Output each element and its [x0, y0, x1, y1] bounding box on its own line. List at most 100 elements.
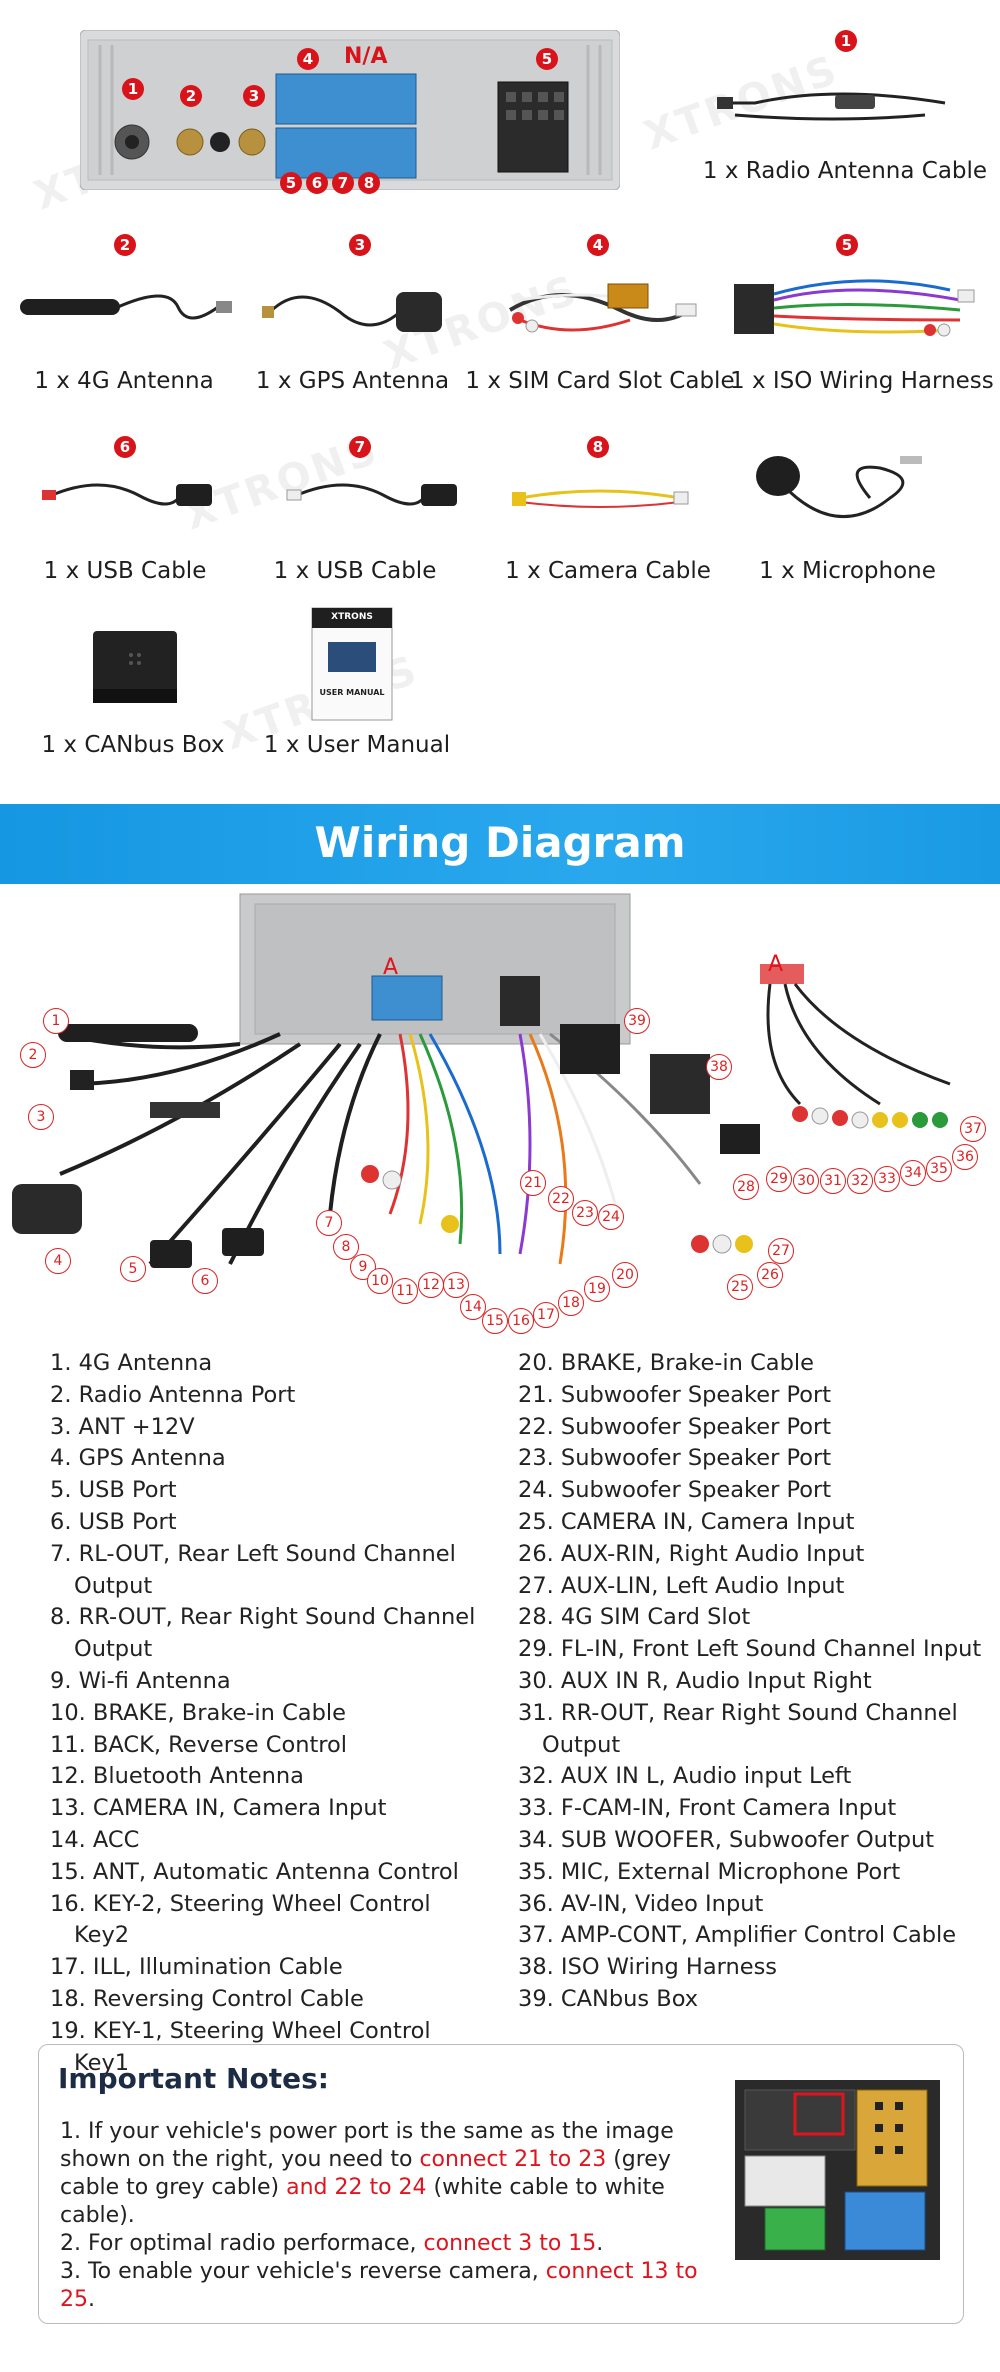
legend-item: 16. KEY-2, Steering Wheel Control Key2 [50, 1890, 431, 1949]
item-number-badge: 1 [835, 30, 857, 52]
sim-card-slot-cable-image [508, 283, 697, 333]
legend-item: 33. F-CAM-IN, Front Camera Input [518, 1795, 897, 1822]
diagram-callout: 2 [20, 1042, 46, 1068]
manual-brand: XTRONS [331, 612, 373, 622]
item-number-badge: 2 [114, 234, 136, 256]
wiring-diagram-illustration [12, 893, 951, 1268]
item-caption: 1 x USB Cable [273, 558, 437, 584]
legend-item: 11. BACK, Reverse Control [50, 1731, 348, 1758]
connector-a-label: A [383, 955, 399, 980]
note-highlight: and 22 to 24 [286, 2175, 427, 2200]
diagram-callout: 23 [572, 1200, 598, 1226]
diagram-callout: 15 [482, 1308, 508, 1334]
diagram-callout: 22 [548, 1186, 574, 1212]
user-manual-image [311, 607, 393, 721]
legend-item: 24. Subwoofer Speaker Port [518, 1477, 832, 1504]
4g-antenna-image [20, 294, 232, 320]
item-caption: 1 x Radio Antenna Cable [702, 158, 988, 184]
port-marker: 5 [280, 172, 302, 194]
port-marker: 1 [122, 78, 144, 100]
diagram-callout: 11 [392, 1278, 418, 1304]
diagram-callout: 7 [316, 1210, 342, 1236]
note-text: 2. For optimal radio performace, [60, 2231, 424, 2256]
usb-cable-image [286, 483, 457, 506]
notes-title: Important Notes: [58, 2062, 329, 2095]
diagram-callout: 4 [45, 1248, 71, 1274]
item-caption: 1 x User Manual [263, 732, 451, 758]
diagram-callout: 10 [367, 1268, 393, 1294]
note-text: (grey cable to grey cable) [60, 2147, 671, 2200]
diagram-callout: 26 [757, 1262, 783, 1288]
item-number-badge: 4 [587, 234, 609, 256]
item-caption: 1 x Microphone [759, 558, 936, 584]
diagram-callout: 20 [612, 1262, 638, 1288]
diagram-callout: 1 [43, 1008, 69, 1034]
legend-item: 2. Radio Antenna Port [50, 1381, 296, 1408]
item-caption: 1 x GPS Antenna [255, 368, 450, 394]
item-caption: 1 x SIM Card Slot Cable [465, 368, 735, 394]
diagram-callout: 37 [960, 1116, 986, 1142]
usb-cable-image [42, 483, 212, 506]
section-title: Wiring Diagram [314, 818, 686, 867]
legend-item: 31. RR-OUT, Rear Right Sound Channel Out… [518, 1699, 958, 1758]
port-marker: 7 [332, 172, 354, 194]
diagram-callout: 13 [443, 1272, 469, 1298]
note-text: . [88, 2287, 95, 2312]
legend-item: 12. Bluetooth Antenna [50, 1763, 304, 1790]
legend-item: 21. Subwoofer Speaker Port [518, 1381, 832, 1408]
legend-item: 19. KEY-1, Steering Wheel Control Key1 [50, 2017, 431, 2076]
item-number-badge: 6 [114, 436, 136, 458]
legend-item: 27. AUX-LIN, Left Audio Input [518, 1572, 845, 1599]
diagram-callout: 17 [533, 1302, 559, 1328]
diagram-callout: 6 [192, 1268, 218, 1294]
important-notes-box [38, 2044, 964, 2324]
diagram-callout: 31 [820, 1168, 846, 1194]
legend-item: 22. Subwoofer Speaker Port [518, 1413, 832, 1440]
legend-item: 29. FL-IN, Front Left Sound Channel Inpu… [518, 1636, 982, 1663]
diagram-callout: 21 [520, 1170, 546, 1196]
diagram-callout: 16 [508, 1308, 534, 1334]
note-text: (white cable to white cable). [60, 2175, 665, 2228]
diagram-callout: 28 [733, 1174, 759, 1200]
diagram-callout: 36 [952, 1144, 978, 1170]
port-marker: 5 [536, 48, 558, 70]
item-number-badge: 7 [349, 436, 371, 458]
note-highlight: connect 13 to 25 [60, 2259, 698, 2312]
section-banner [0, 804, 1000, 884]
diagram-callout: 25 [727, 1274, 753, 1300]
legend-item: 7. RL-OUT, Rear Left Sound Channel Outpu… [50, 1540, 456, 1599]
diagram-callout: 14 [460, 1294, 486, 1320]
legend-item: 34. SUB WOOFER, Subwoofer Output [518, 1826, 935, 1853]
note-text: 1. If your vehicle's power port is the s… [60, 2119, 674, 2172]
legend-right-column: 20. BRAKE, Brake-in Cable 21. Subwoofer … [518, 1348, 988, 2016]
legend-item: 6. USB Port [50, 1508, 177, 1535]
note-2: 2. For optimal radio performace, connect… [60, 2230, 720, 2258]
note-1: 1. If your vehicle's power port is the s… [60, 2118, 720, 2230]
legend-item: 28. 4G SIM Card Slot [518, 1604, 751, 1631]
note-highlight: connect 3 to 15 [423, 2231, 597, 2256]
item-caption: 1 x USB Cable [43, 558, 207, 584]
diagram-callout: 33 [874, 1166, 900, 1192]
iso-wiring-harness-image [734, 279, 975, 337]
item-number-badge: 3 [349, 234, 371, 256]
item-caption: 1 x ISO Wiring Harness [730, 368, 994, 394]
radio-antenna-cable-image [717, 92, 946, 121]
canbus-box-image [93, 631, 177, 703]
legend-item: 13. CAMERA IN, Camera Input [50, 1795, 387, 1822]
diagram-callout: 35 [926, 1156, 952, 1182]
legend-item: 3. ANT +12V [50, 1413, 195, 1440]
port-marker: 6 [306, 172, 328, 194]
diagram-callout: 12 [418, 1272, 444, 1298]
diagram-callout: 18 [558, 1290, 584, 1316]
diagram-callout: 34 [900, 1160, 926, 1186]
legend-item: 36. AV-IN, Video Input [518, 1890, 764, 1917]
legend-item: 10. BRAKE, Brake-in Cable [50, 1699, 346, 1726]
legend-item: 17. ILL, Illumination Cable [50, 1954, 343, 1981]
note-text: 3. To enable your vehicle's reverse came… [60, 2259, 546, 2284]
item-number-badge: 5 [836, 234, 858, 256]
diagram-callout: 3 [28, 1104, 54, 1130]
power-port-image [735, 2080, 940, 2260]
diagram-callout: 39 [624, 1008, 650, 1034]
legend-item: 8. RR-OUT, Rear Right Sound Channel Outp… [50, 1604, 476, 1663]
diagram-callout: 29 [766, 1166, 792, 1192]
